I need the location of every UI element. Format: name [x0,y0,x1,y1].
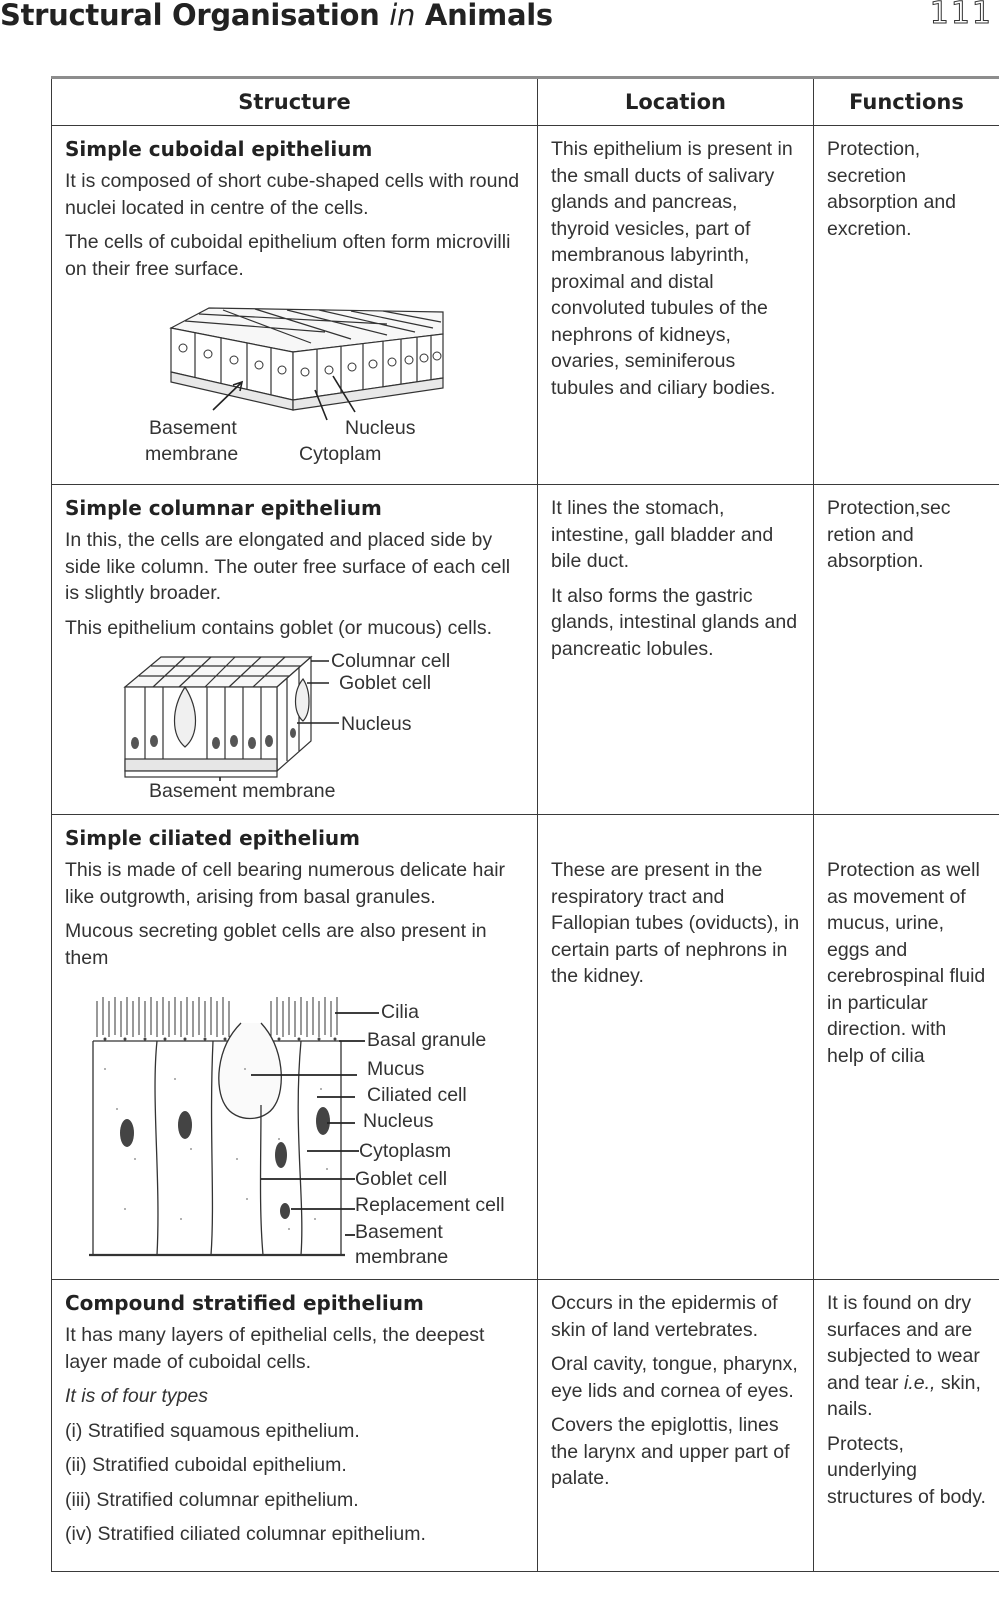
structure-paragraph: It is composed of short cube-shaped cell… [65,170,520,219]
table-row: Simple cuboidal epithelium It is compose… [51,125,999,485]
ciliated-epithelium-diagram [89,997,379,1257]
location-text: It lines the stomach, intestine, gall bl… [551,497,774,572]
type-item: (ii) Stratified cuboidal epithelium. [65,1454,347,1476]
columnar-epithelium-diagram [123,655,339,781]
structure-paragraph: In this, the cells are elongated and pla… [65,529,511,604]
location-text: Covers the epiglottis, lines the larynx … [551,1414,790,1489]
location-text: Oral cavity, tongue, pharynx, eye lids a… [551,1353,798,1402]
label-nucleus: Nucleus [345,417,416,439]
table-row: Compound stratified epithelium It has ma… [51,1279,999,1572]
functions-cell: Protection, secretion absorption and exc… [813,125,999,485]
chapter-title-in: in [389,0,416,32]
label-nucleus: Nucleus [363,1110,434,1132]
label-basement: Basement [355,1221,443,1243]
functions-text: It is found on dry surfaces and are subj… [827,1290,987,1423]
page-header: Structural Organisation in Animals 111 [0,0,999,44]
chapter-title: Structural Organisation in Animals [0,0,553,32]
header-location: Location [537,76,814,126]
location-cell: This epithelium is present in the small … [537,125,814,485]
location-text: This epithelium is present in the small … [551,138,793,399]
type-item: (i) Stratified squamous epithelium. [65,1419,360,1442]
functions-cell: Protection as well as movement of mucus,… [813,814,999,1280]
label-membrane: membrane [355,1246,449,1268]
structure-paragraph: It has many layers of epithelial cells, … [65,1324,485,1373]
type-item: (iv) Stratified ciliated columnar epithe… [65,1523,426,1545]
page-number: 111 [929,0,993,32]
structure-cell: Compound stratified epithelium It has ma… [51,1279,538,1572]
ciliated-epithelium-figure: Cilia Basal granule Mucus Ciliated cell … [65,979,525,1271]
table-row: Simple columnar epithelium In this, the … [51,484,999,815]
label-replacement-cell: Replacement cell [355,1194,505,1216]
functions-cell: Protection,sec retion and absorption. [813,484,999,815]
location-text: Occurs in the epidermis of skin of land … [551,1292,778,1341]
functions-text: Protection, secretion absorption and exc… [827,138,957,240]
label-membrane: membrane [145,443,239,465]
functions-text: Protection,sec retion and absorption. [827,497,951,572]
label-mucus: Mucus [367,1058,425,1080]
columnar-epithelium-figure: Columnar cell Goblet cell Nucleus Baseme… [65,649,525,802]
functions-text: Protection as well as movement of mucus,… [827,859,986,1067]
structure-title: Simple cuboidal epithelium [65,137,373,161]
functions-cell: It is found on dry surfaces and are subj… [813,1279,999,1572]
chapter-title-main: Structural Organisation [0,0,380,32]
label-columnar-cell: Columnar cell [331,650,451,672]
structure-paragraph: This is made of cell bearing numerous de… [65,859,506,908]
label-cytoplasm: Cytoplam [299,443,382,465]
label-basal-granule: Basal granule [367,1029,487,1051]
location-cell: It lines the stomach, intestine, gall bl… [537,484,814,815]
label-cytoplasm: Cytoplasm [359,1140,452,1162]
functions-text-ie: i.e., [903,1371,936,1394]
cuboidal-epithelium-diagram [169,307,444,421]
structure-cell: Simple ciliated epithelium This is made … [51,814,538,1280]
location-cell: These are present in the respiratory tra… [537,814,814,1280]
structure-paragraph: Mucous secreting goblet cells are also p… [65,920,487,969]
label-ciliated-cell: Ciliated cell [367,1084,467,1106]
types-note: It is of four types [65,1385,209,1407]
chapter-title-end: Animals [424,0,553,32]
label-goblet-cell: Goblet cell [355,1168,448,1190]
type-item: (iii) Stratified columnar epithelium. [65,1488,359,1511]
location-text: It also forms the gastric glands, intest… [551,584,798,660]
structure-title: Compound stratified epithelium [65,1291,424,1315]
structure-paragraph: The cells of cuboidal epithelium often f… [65,231,511,280]
structure-title: Simple columnar epithelium [65,496,382,520]
table-header-row: Structure Location Functions [51,76,999,126]
epithelium-table: Structure Location Functions Simple cubo… [51,76,999,1572]
structure-paragraph: This epithelium contains goblet (or muco… [65,616,493,639]
label-nucleus: Nucleus [341,713,412,735]
structure-cell: Simple cuboidal epithelium It is compose… [51,125,538,485]
cuboidal-epithelium-figure: Basement membrane Nucleus Cytoplam [65,290,525,465]
header-structure: Structure [51,76,538,126]
location-text: These are present in the respiratory tra… [551,859,800,987]
structure-title: Simple ciliated epithelium [65,826,361,850]
label-basement-membrane: Basement membrane [149,780,336,802]
label-basement: Basement [149,417,237,439]
label-goblet-cell: Goblet cell [339,672,432,694]
functions-text: Protects, underlying structures of body. [827,1432,986,1508]
label-cilia: Cilia [381,1001,419,1023]
structure-cell: Simple columnar epithelium In this, the … [51,484,538,815]
location-cell: Occurs in the epidermis of skin of land … [537,1279,814,1572]
functions-text-part: skin, nails. [827,1371,981,1421]
table-row: Simple ciliated epithelium This is made … [51,814,999,1280]
functions-text-part: It is found on dry surfaces and are subj… [827,1292,980,1394]
header-functions: Functions [813,76,999,126]
